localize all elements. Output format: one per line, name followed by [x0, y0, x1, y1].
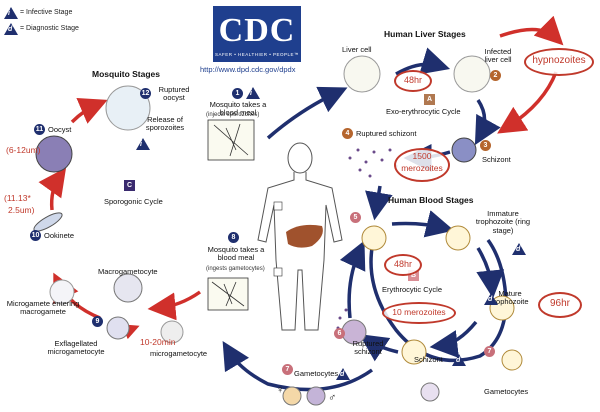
stage-4-marker: 4	[342, 128, 353, 139]
gametocytes-right-label: Gametocytes	[484, 387, 529, 396]
erythrocytic-cycle-marker: B	[408, 270, 419, 281]
diagnostic-stage-icon: d	[4, 23, 18, 35]
microgametocyte-label: microgametocyte	[150, 349, 208, 358]
liver-shape	[286, 224, 323, 248]
oocyst-label: Oocyst	[48, 125, 72, 134]
mature-trophozoite-diagnostic-icon: d	[484, 293, 498, 305]
mosquito-stages-title: Mosquito Stages	[92, 69, 161, 79]
liver-stages-title: Human Liver Stages	[384, 29, 466, 39]
ookinete-label: Ookinete	[44, 231, 75, 240]
schizont-liver-label: Schizont	[482, 155, 511, 164]
merozoites-1500-unit: merozoites	[401, 163, 443, 173]
schizont-blood-label: Schizont	[414, 355, 443, 364]
skin-box-top	[273, 201, 283, 211]
legend-infective-label: = Infective Stage	[20, 9, 73, 16]
ookinete-size-b: 2.5um)	[8, 205, 35, 215]
skin-box-bottom	[273, 267, 283, 277]
exo-cycle-label: Exo-erythrocytic Cycle	[386, 107, 461, 116]
stage-3-marker: 3	[480, 140, 491, 151]
stage-5-marker: 5	[350, 212, 361, 223]
infective-stage-icon: i	[4, 7, 18, 19]
min-10-20-annotation: 10-20min	[140, 337, 176, 347]
mosquito-box-top	[207, 119, 255, 161]
hypnozoites-annotation: hypnozoites	[524, 48, 594, 76]
merozoites-1500-annotation: 1500 merozoites	[394, 148, 450, 182]
sporogonic-cycle-marker: C	[124, 180, 135, 191]
gametocytes-label: Gametocytes	[294, 369, 339, 378]
exo-cycle-marker: A	[424, 94, 435, 105]
cdc-logo: CDC SAFER • HEALTHIER • PEOPLE™	[213, 6, 301, 62]
liver-48hr-annotation: 48hr	[394, 70, 432, 92]
blood-48hr-annotation: 48hr	[384, 254, 422, 276]
cycle-arrows-red	[38, 15, 564, 340]
release-sporozoites-label: Release of sporozoites	[145, 115, 185, 133]
merozoites-10-annotation: 10 merozoites	[382, 302, 456, 324]
ruptured-schizont-liver-label: Ruptured schizont	[356, 129, 417, 138]
stage-7a-marker: 7	[282, 364, 293, 375]
exflagellated-label: Exflagellated microgametocyte	[47, 339, 105, 357]
male-symbol: ♂	[328, 392, 337, 404]
cdc-url[interactable]: http://www.dpd.cdc.gov/dpdx	[200, 65, 296, 74]
female-symbol: ♀	[276, 384, 285, 396]
stage-8-marker: 8	[228, 232, 239, 243]
hr96-annotation: 96hr	[538, 292, 582, 318]
gametocytes-diagnostic-icon: d	[336, 368, 350, 380]
sporozoites-infective-icon: i	[136, 138, 150, 150]
stage-1-infective-icon: i	[246, 87, 260, 99]
stage-2-marker: 2	[490, 70, 501, 81]
immature-trophozoite-label: Immature trophozoite (ring stage)	[475, 209, 531, 235]
stage-1-sub: (injects sporozoites)	[206, 112, 260, 118]
stage-1-marker: 1	[232, 88, 243, 99]
stage-1-label: Mosquito takes a blood meal	[209, 100, 267, 118]
stage-10-marker: 10	[30, 230, 41, 241]
blood-stages-title: Human Blood Stages	[388, 195, 474, 205]
merozoites-1500-count: 1500	[412, 151, 432, 161]
ruptured-oocyst-label: Ruptured oocyst	[158, 85, 190, 103]
human-figure	[257, 142, 343, 331]
ookinete-size-a: (11.13*	[4, 193, 31, 203]
cdc-logo-tagline: SAFER • HEALTHIER • PEOPLE™	[214, 52, 300, 57]
erythrocytic-cycle-label: Erythrocytic Cycle	[382, 285, 443, 294]
oocyst-size-annotation: (6-12um)	[6, 145, 41, 155]
immature-trophozoite-diagnostic-icon: d	[512, 243, 526, 255]
stage-11-marker: 11	[34, 124, 45, 135]
cycle-arrows-blue	[222, 47, 508, 392]
mosquito-box-bottom	[207, 277, 249, 311]
mature-trophozoite-label: Mature trophozoite	[491, 289, 529, 307]
cdc-logo-text: CDC	[218, 12, 296, 49]
stage-6-marker: 6	[334, 328, 345, 339]
infected-liver-cell-label: Infected liver cell	[484, 47, 512, 65]
legend-diagnostic-label: = Diagnostic Stage	[20, 25, 79, 32]
macrogametocyte-label: Macrogametocyte	[98, 267, 158, 276]
stage-8-sub: (ingests gametocytes)	[206, 266, 265, 272]
stage-12-marker: 12	[140, 88, 151, 99]
stage-8-label: Mosquito takes a blood meal	[207, 245, 265, 263]
liver-cell-label: Liver cell	[342, 45, 372, 54]
microgamete-label: Microgamete entering macrogamete	[6, 299, 80, 317]
stage-7b-marker: 7	[484, 346, 495, 357]
stage-9-marker: 9	[92, 316, 103, 327]
ruptured-schizont-blood-label: Ruptured schizont	[352, 339, 384, 357]
sporogonic-cycle-label: Sporogonic Cycle	[104, 197, 163, 206]
schizont-blood-diagnostic-icon: d	[452, 354, 466, 366]
